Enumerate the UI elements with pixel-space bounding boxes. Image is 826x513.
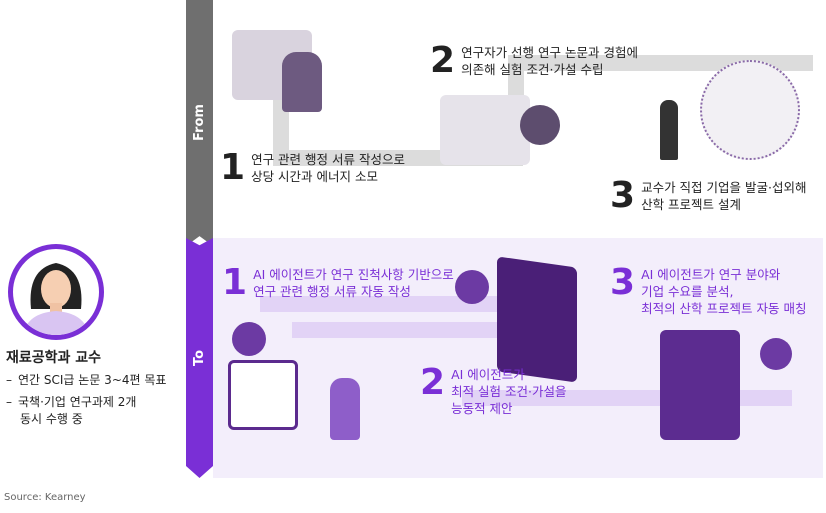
ai-matching-illustration — [660, 330, 740, 440]
persona-item: –국책·기업 연구과제 2개 — [6, 394, 136, 410]
from-band: From — [186, 0, 213, 246]
researcher-laptop-illustration — [330, 378, 360, 440]
step-text: 최적의 산학 프로젝트 자동 매칭 — [641, 301, 807, 316]
step-text: AI 에이전트가 — [451, 367, 525, 382]
step-text: 상당 시간과 에너지 소모 — [251, 169, 378, 184]
dash: – — [6, 395, 12, 409]
step-text: 산학 프로젝트 설계 — [641, 197, 742, 212]
from-label: From — [192, 104, 207, 142]
step-text: 능동적 제안 — [451, 401, 513, 416]
step-number: 2 — [420, 362, 446, 403]
persona-item: –연간 SCI급 논문 3~4편 목표 — [6, 372, 166, 388]
step-text: 기업 수요를 분석, — [641, 284, 734, 299]
step-number: 1 — [220, 147, 246, 188]
ai-dashboard-illustration — [497, 256, 577, 383]
persona-title: 재료공학과 교수 — [6, 350, 102, 366]
step-text: AI 에이전트가 연구 진척사항 기반으로 — [253, 267, 454, 282]
step-number: 2 — [430, 40, 456, 81]
worker-illustration — [282, 52, 322, 112]
step-text: 연구 관련 행정 서류 자동 작성 — [253, 284, 411, 299]
professor-avatar — [8, 244, 104, 340]
to-path-segment — [260, 296, 515, 312]
step-text: 연구자가 선행 연구 논문과 경험에 — [461, 45, 638, 60]
dash: – — [6, 373, 12, 387]
magnifier-research-illustration — [440, 95, 530, 165]
step-text: 최적 실험 조건·가설을 — [451, 384, 567, 399]
persona-item-text: 연간 SCI급 논문 3~4편 목표 — [18, 373, 167, 387]
to-path-segment — [292, 322, 512, 338]
step-number: 3 — [610, 262, 636, 303]
step-text: AI 에이전트가 연구 분야와 — [641, 267, 781, 282]
step-number: 1 — [222, 262, 248, 303]
step-text: 교수가 직접 기업을 발굴·섭외해 — [641, 180, 807, 195]
step-text: 의존해 실험 조건·가설 수립 — [461, 62, 604, 77]
to-band: To — [186, 238, 213, 478]
network-illustration — [700, 60, 800, 160]
ai-robot-badge-icon — [760, 338, 792, 370]
ai-robot-badge-icon — [232, 322, 266, 356]
persona-item-continuation: 동시 수행 중 — [20, 412, 83, 426]
pie-chart-illustration — [520, 105, 560, 145]
step-text: 연구 관련 행정 서류 작성으로 — [251, 152, 405, 167]
ai-document-screen-illustration — [228, 360, 298, 430]
professor-figure-illustration — [660, 100, 678, 160]
source-note: Source: Kearney — [4, 492, 86, 503]
ai-robot-badge-icon — [455, 270, 489, 304]
to-label: To — [192, 349, 207, 367]
persona-item-text: 국책·기업 연구과제 2개 — [18, 395, 137, 409]
step-number: 3 — [610, 175, 636, 216]
